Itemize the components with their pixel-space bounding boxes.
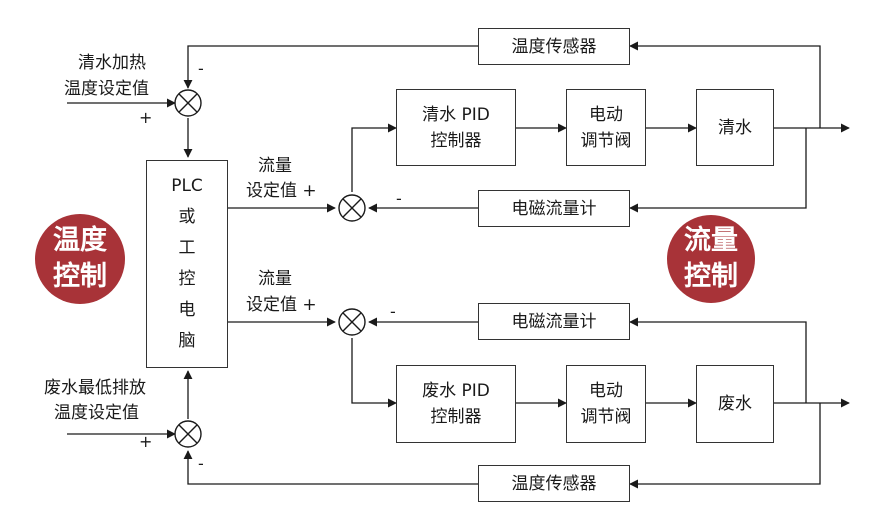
summing-junction-top-flow xyxy=(338,194,366,222)
flowmeter-top-block: 电磁流量计 xyxy=(478,190,630,227)
plc-block: PLC 或 工 控 电 脑 xyxy=(146,160,228,368)
plc-line: 电 xyxy=(178,300,196,320)
valve-bottom-block: 电动 调节阀 xyxy=(566,365,646,443)
minus-sign: - xyxy=(198,454,204,473)
minus-sign: - xyxy=(396,189,402,208)
plc-line: 工 xyxy=(178,238,196,258)
minus-sign: - xyxy=(390,302,396,321)
flow-setpoint-top-label: 设定值 + xyxy=(246,181,317,201)
temp-control-badge: 温度 控制 xyxy=(35,214,125,304)
flow-setpoint-bottom-label: 流量 xyxy=(258,269,292,289)
clean-temp-setpoint-label: 清水加热 xyxy=(78,53,146,73)
plc-line: 脑 xyxy=(178,331,196,351)
waste-pid-controller-block: 废水 PID 控制器 xyxy=(396,365,516,443)
plus-sign: + xyxy=(139,432,153,451)
temp-sensor-top-input xyxy=(629,41,821,128)
flowmeter-bottom-input xyxy=(629,317,807,403)
badge-text: 控制 xyxy=(53,261,107,292)
flow-setpoint-bottom-label: 设定值 + xyxy=(246,295,317,315)
waste-temp-setpoint-label: 废水最低排放 xyxy=(44,378,146,398)
summing-junction-top-temp xyxy=(174,89,202,117)
clean-pid-controller-block: 清水 PID 控制器 xyxy=(396,89,516,166)
minus-sign: - xyxy=(198,59,204,78)
temp-sensor-bottom-block: 温度传感器 xyxy=(478,465,630,502)
temp-feedback-bottom xyxy=(183,450,478,485)
flowmeter-top-input xyxy=(629,128,807,213)
flowmeter-bottom-block: 电磁流量计 xyxy=(478,303,630,340)
clean-temp-setpoint-label: 温度设定值 xyxy=(64,79,149,99)
summing-junction-bottom-flow xyxy=(338,308,366,336)
badge-text: 流量 xyxy=(684,225,738,256)
plc-line: 控 xyxy=(178,269,196,289)
temp-sensor-bottom-input xyxy=(629,403,821,489)
clean-water-block: 清水 xyxy=(696,89,774,166)
waste-temp-setpoint-label: 温度设定值 xyxy=(54,403,139,423)
summing-junction-bottom-temp xyxy=(174,420,202,448)
plc-line: PLC xyxy=(171,176,203,196)
flow-control-badge: 流量 控制 xyxy=(667,215,755,303)
waste-water-block: 废水 xyxy=(696,365,774,443)
flow-sum-to-clean-pid xyxy=(351,123,397,192)
plc-line: 或 xyxy=(178,207,196,227)
flow-sum-to-waste-pid xyxy=(351,338,397,408)
valve-top-block: 电动 调节阀 xyxy=(566,89,646,166)
temp-sensor-top-block: 温度传感器 xyxy=(478,28,630,65)
temp-feedback-top xyxy=(183,45,478,89)
flow-setpoint-top-label: 流量 xyxy=(258,156,292,176)
plus-sign: + xyxy=(139,108,153,127)
badge-text: 控制 xyxy=(684,261,738,292)
badge-text: 温度 xyxy=(53,225,107,256)
